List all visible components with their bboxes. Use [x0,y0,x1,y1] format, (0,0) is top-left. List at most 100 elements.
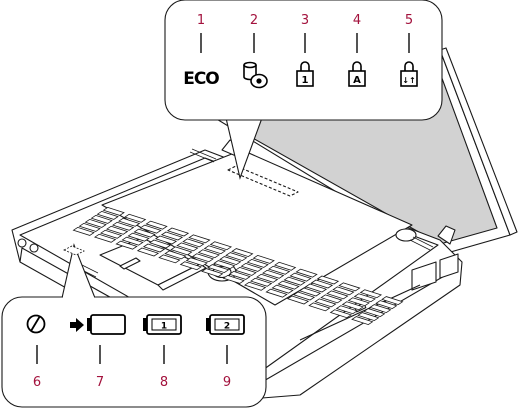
keyboard-key [207,264,230,274]
keyboard-key [246,258,269,268]
keyboard-key [203,245,227,255]
keyboard-key [213,260,236,270]
keyboard-key [121,236,144,246]
keyboard-key [111,221,135,231]
keyboard-key [295,268,318,278]
keyboard-key [99,229,123,239]
keyboard-key [249,277,273,287]
keyboard-key [105,225,129,235]
keyboard-key [127,232,150,242]
power-icon [26,314,46,334]
keyboard-key [375,300,398,310]
keyboard-key [298,287,322,297]
keyboard-key [176,242,199,252]
top-labels: 1 2 3 4 5 [197,13,413,53]
keyboard-key [243,281,267,291]
keyboard-key [201,268,224,278]
keyboard-key [255,273,279,283]
keyboard-key [102,206,125,216]
keyboard-key [222,274,245,284]
keyboard-key [353,293,377,303]
keyboard-key [179,261,203,271]
keyboard-key [271,284,294,294]
keyboard-key [332,286,355,296]
keyboard-key [197,249,221,259]
hdd-cd-access-icon [243,61,268,89]
bottom-callout: 1 2 6 7 8 9 [1,243,267,408]
keyboard-key [234,266,257,276]
keyboard-key [160,231,184,241]
keyboard-key [308,302,331,312]
keyboard-key [90,214,113,224]
keyboard-key [347,297,371,307]
keyboard-key [351,316,374,326]
label-2: 2 [250,13,258,28]
keyboard-key [273,261,297,271]
keyboard-key [369,304,392,314]
keyboard-key [145,220,168,230]
eco-indicator-text: ECO [183,69,219,89]
svg-text:1: 1 [161,322,167,332]
battery-charging-icon [70,314,126,335]
label-1: 1 [197,13,205,28]
keyboard-key [338,282,361,292]
keyboard-key [228,270,251,280]
keyboard-key [185,257,209,267]
keyboard-key [219,256,242,266]
keyboard-key [363,308,386,318]
bottom-callout-box [1,296,267,408]
keyboard-key [170,246,193,256]
keyboard-key [123,213,147,223]
keyboard-key [72,226,95,236]
keyboard-key [329,309,353,319]
keyboard-key [261,269,285,279]
keyboard-key [381,296,404,306]
keyboard-key [133,228,156,238]
keyboard-key [314,298,337,308]
keyboard-key [182,238,205,248]
top-callout-pointer [225,117,263,180]
scroll-lock-icon: ↓↑ [400,61,418,87]
keyboard-key [341,301,365,311]
keyboard-key [240,262,263,272]
label-7: 7 [96,375,104,390]
keyboard-key [115,240,138,250]
keyboard-key [117,217,141,227]
top-callout-box [164,0,443,121]
keyboard-key [320,294,343,304]
keyboard-key [136,247,160,257]
keyboard-keys [72,206,404,326]
keyboard-key [78,222,101,232]
svg-text:1: 1 [302,75,309,86]
keyboard-key [292,291,316,301]
keyboard-key [142,243,166,253]
keyboard-key [191,253,215,263]
svg-text:2: 2 [224,322,230,332]
keyboard-key [158,254,181,264]
label-9: 9 [223,375,231,390]
keyboard-key [326,290,349,300]
keyboard-key [154,235,178,245]
label-6: 6 [33,375,41,390]
label-3: 3 [301,13,309,28]
label-8: 8 [160,375,168,390]
bottom-callout-pointer [61,243,96,299]
keyboard-key [310,279,334,289]
keyboard-key [304,283,328,293]
keyboard-key [359,289,383,299]
battery-2-icon: 2 [206,314,245,335]
keyboard-key [209,241,233,251]
label-5: 5 [405,13,413,28]
num-lock-icon: 1 [296,61,314,87]
keyboard-key [139,224,162,234]
keyboard-key [267,265,291,275]
keyboard-key [289,272,312,282]
keyboard-key [252,254,275,264]
svg-text:↓↑: ↓↑ [402,76,415,85]
keyboard-key [357,312,380,322]
svg-text:A: A [353,75,361,86]
top-callout: 1 2 3 4 5 ECO 1 [164,0,443,180]
keyboard-key [283,276,306,286]
keyboard-key [93,233,117,243]
